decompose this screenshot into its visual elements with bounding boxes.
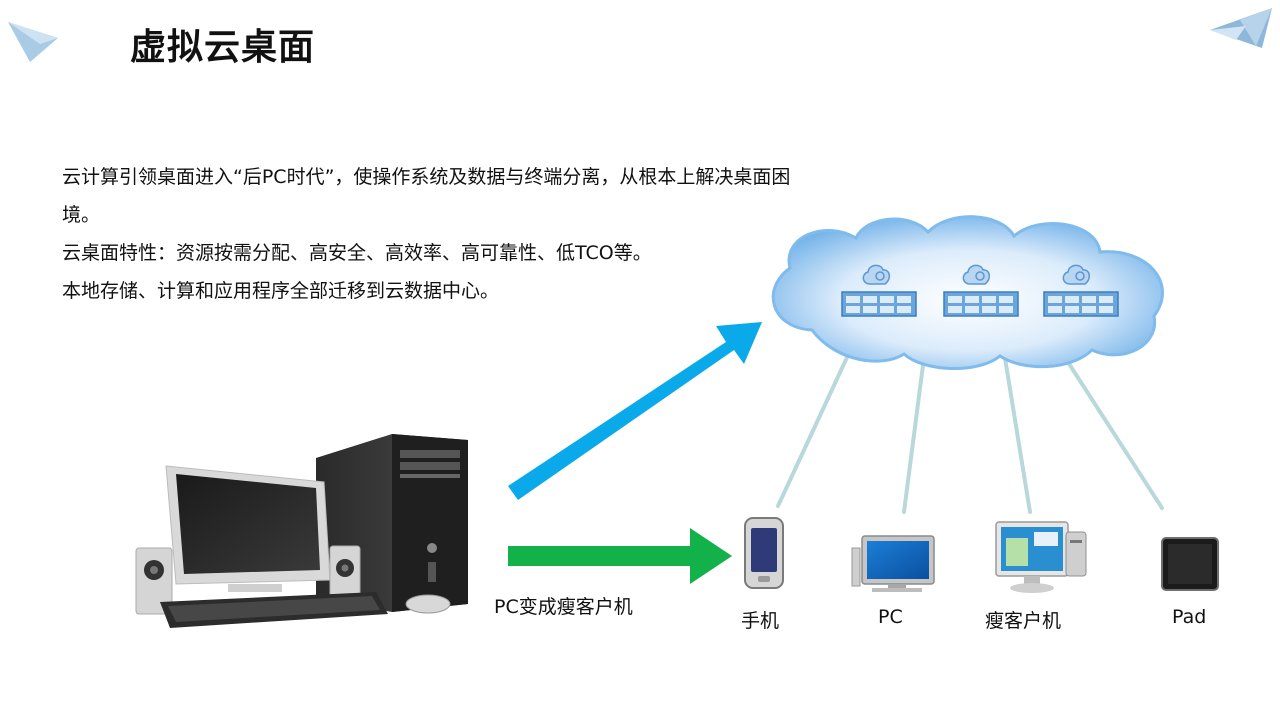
phone-icon [744,517,784,589]
server-group [841,264,1119,317]
device-label-pc: PC [878,606,903,628]
thin-client-icon [995,521,1087,593]
paragraph-2: 云桌面特性：资源按需分配、高安全、高效率、高可靠性、低TCO等。 [62,242,652,264]
server-rack-icon [841,291,917,317]
corner-triangle-left-icon [8,22,58,62]
corner-triangle-right-icon [1210,8,1272,48]
device-label-pad: Pad [1172,606,1207,628]
page-title: 虚拟云桌面 [130,27,316,68]
device-label-thin-client: 瘦客户机 [985,610,1062,632]
server-rack-icon [943,291,1019,317]
paragraph-1: 云计算引领桌面进入“后PC时代”，使操作系统及数据与终端分离，从根本上解决桌面困… [62,166,791,226]
server-rack-icon [1043,291,1119,317]
blue-arrow [508,322,762,500]
arrow-label: PC变成瘦客户机 [494,596,633,618]
device-label-phone: 手机 [741,610,780,632]
cloud-sync-icon [962,264,991,285]
link-pad [1062,354,1164,510]
network-links [776,336,1164,514]
cloud-sync-icon [862,264,891,285]
paragraph-3: 本地存储、计算和应用程序全部迁移到云数据中心。 [62,280,500,302]
green-arrow [508,528,732,584]
pc-monitor-icon [851,535,935,592]
cloud-sync-icon [1062,264,1091,285]
link-phone [776,336,858,508]
desktop-computer-icon [135,434,468,628]
link-pc [902,340,928,514]
pad-icon [1161,537,1219,591]
link-thin-client [1002,350,1032,514]
description: 云计算引领桌面进入“后PC时代”，使操作系统及数据与终端分离，从根本上解决桌面困… [62,158,822,310]
